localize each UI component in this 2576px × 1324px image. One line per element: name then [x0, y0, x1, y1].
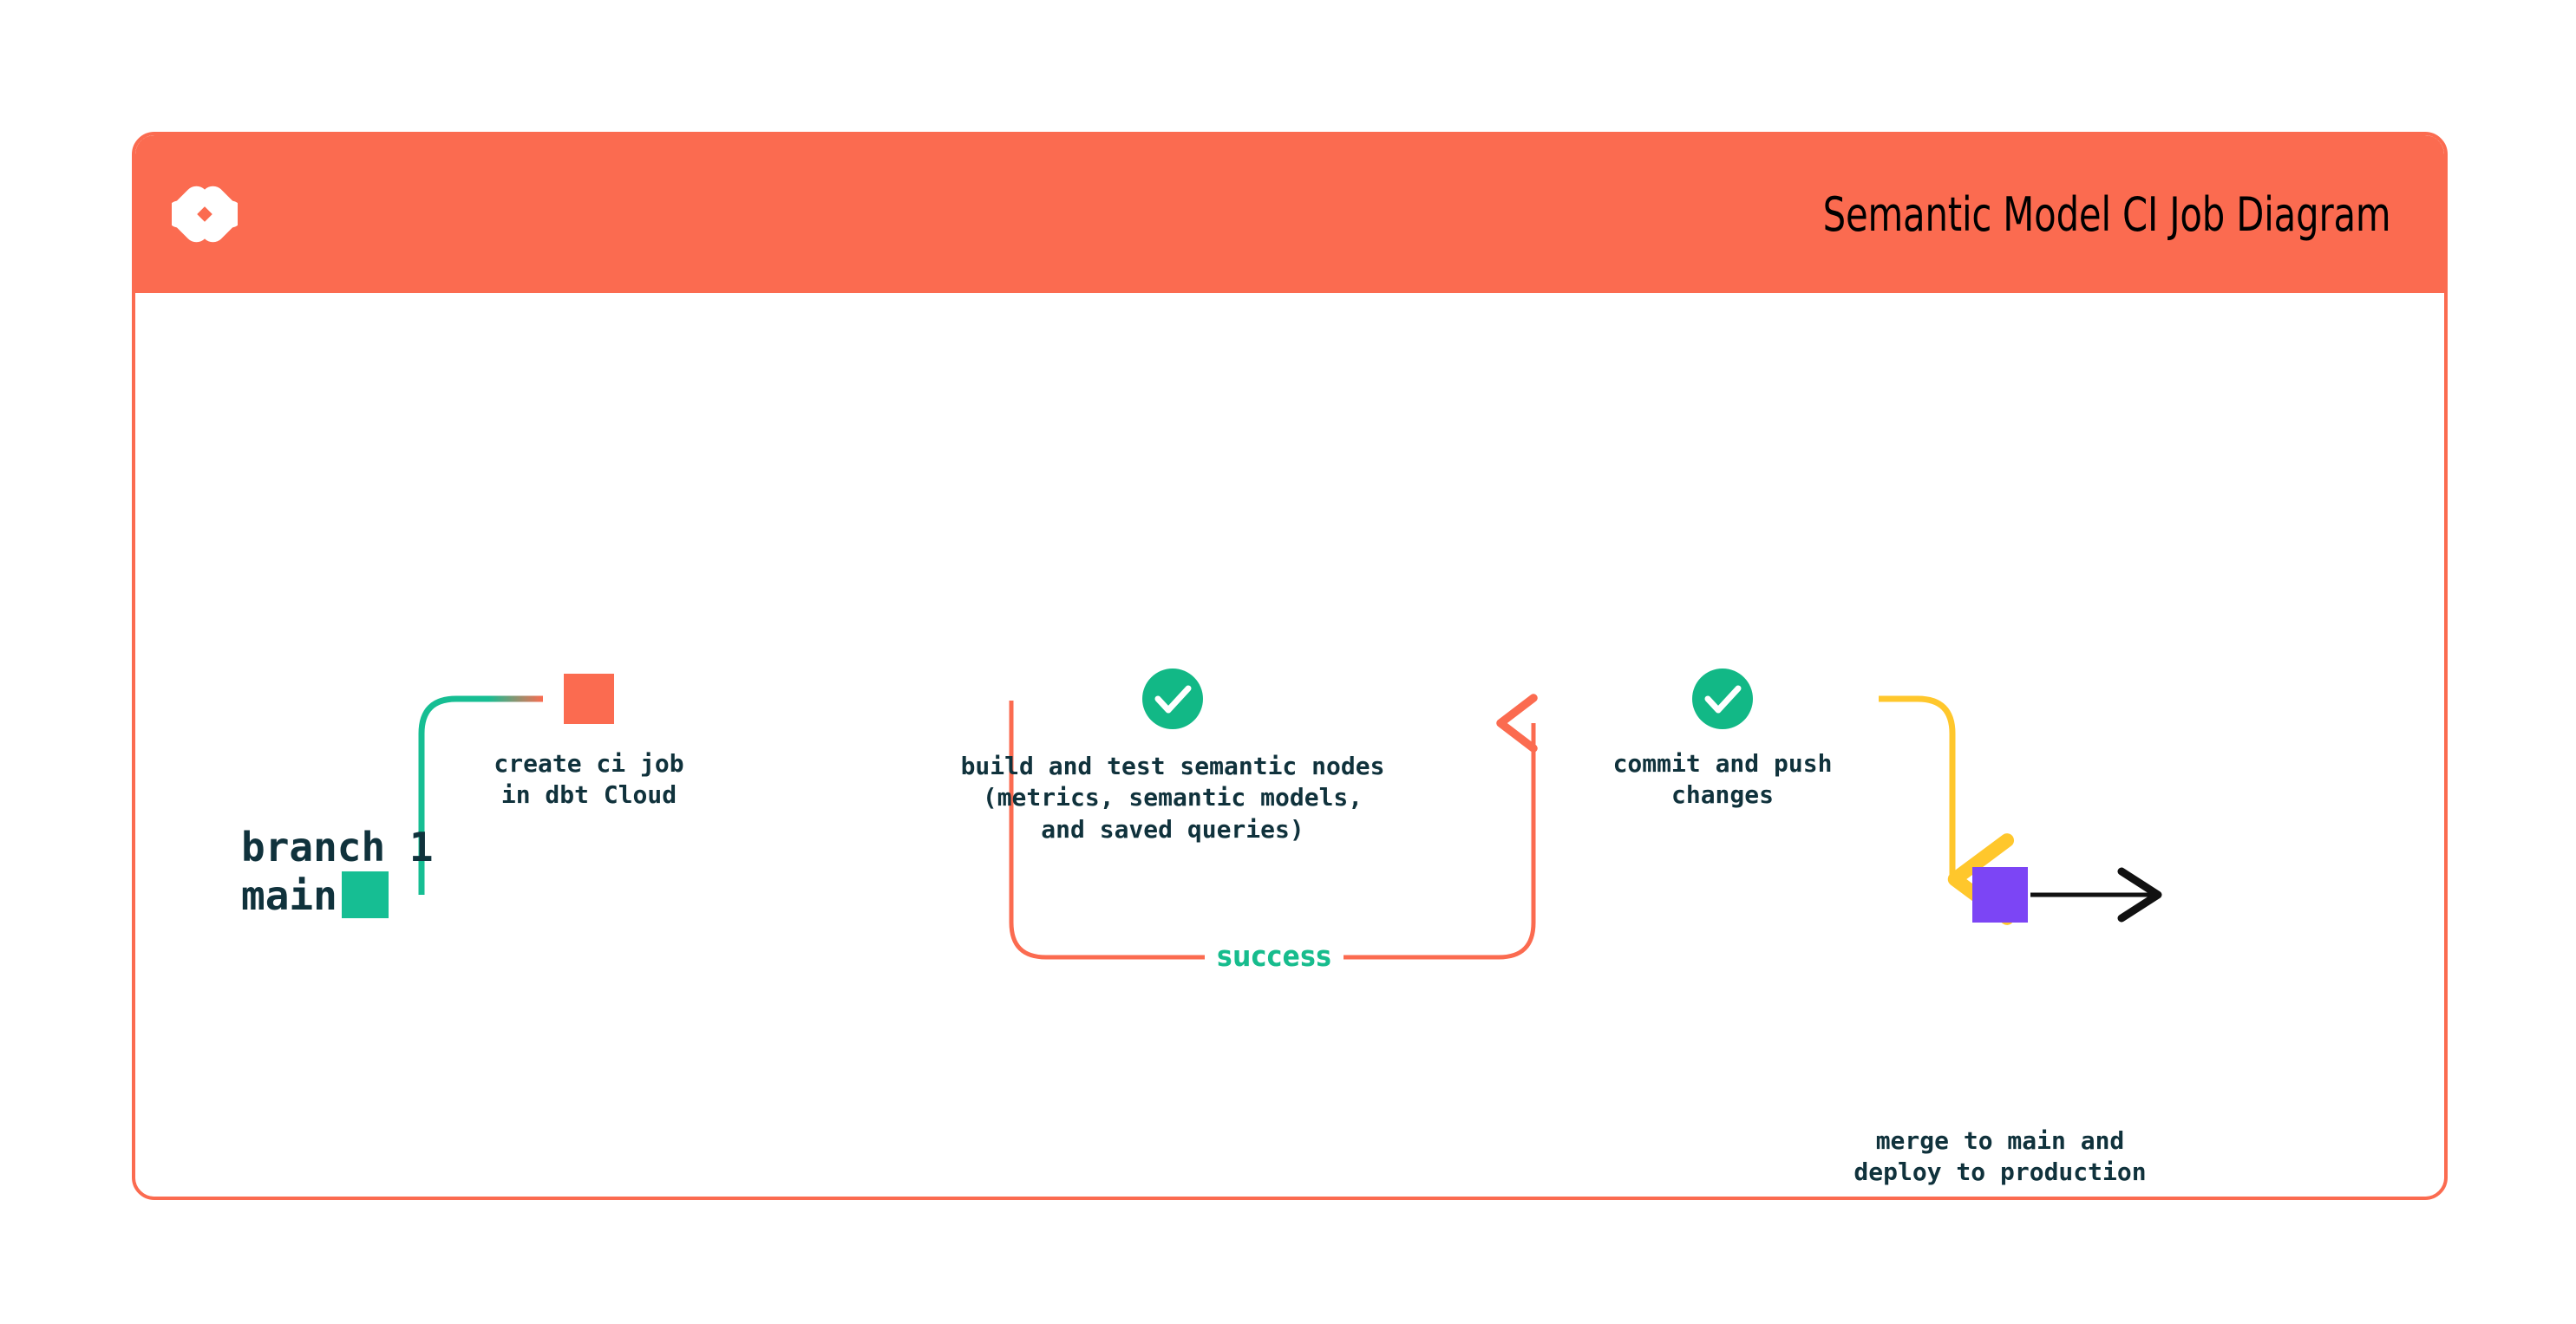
- node-marker-main-start[interactable]: [342, 871, 389, 918]
- node-marker-merge-to-main[interactable]: [1972, 867, 2028, 923]
- node-label-merge-to-main: merge to main and deploy to production: [1854, 1126, 2147, 1187]
- node-marker-create-ci-job[interactable]: [564, 674, 614, 724]
- page-title: Semantic Model CI Job Diagram: [1822, 186, 2390, 242]
- node-label-build-and-test: build and test semantic nodes (metrics, …: [960, 752, 1385, 844]
- node-marker-commit-and-push[interactable]: [1692, 669, 1753, 729]
- merge-down-edge: [1879, 695, 2015, 925]
- edge-label-success: success: [1205, 942, 1344, 970]
- diagram-canvas: [342, 669, 2162, 960]
- node-marker-build-and-test[interactable]: [1142, 669, 1203, 729]
- node-label-commit-and-push: commit and push changes: [1612, 749, 1833, 810]
- lane-label-branch1: branch 1: [241, 824, 434, 871]
- diagram-card: Semantic Model CI Job Diagram: [132, 132, 2448, 1200]
- lane-label-main: main: [241, 872, 337, 919]
- dbt-logo-icon: [172, 186, 238, 243]
- git-flow-diagram: branch 1 main create ci job in dbt Cloud…: [135, 293, 2444, 1197]
- card-header: Semantic Model CI Job Diagram: [135, 135, 2444, 293]
- card-body: branch 1 main create ci job in dbt Cloud…: [135, 293, 2444, 1197]
- node-label-create-ci-job: create ci job in dbt Cloud: [494, 749, 684, 810]
